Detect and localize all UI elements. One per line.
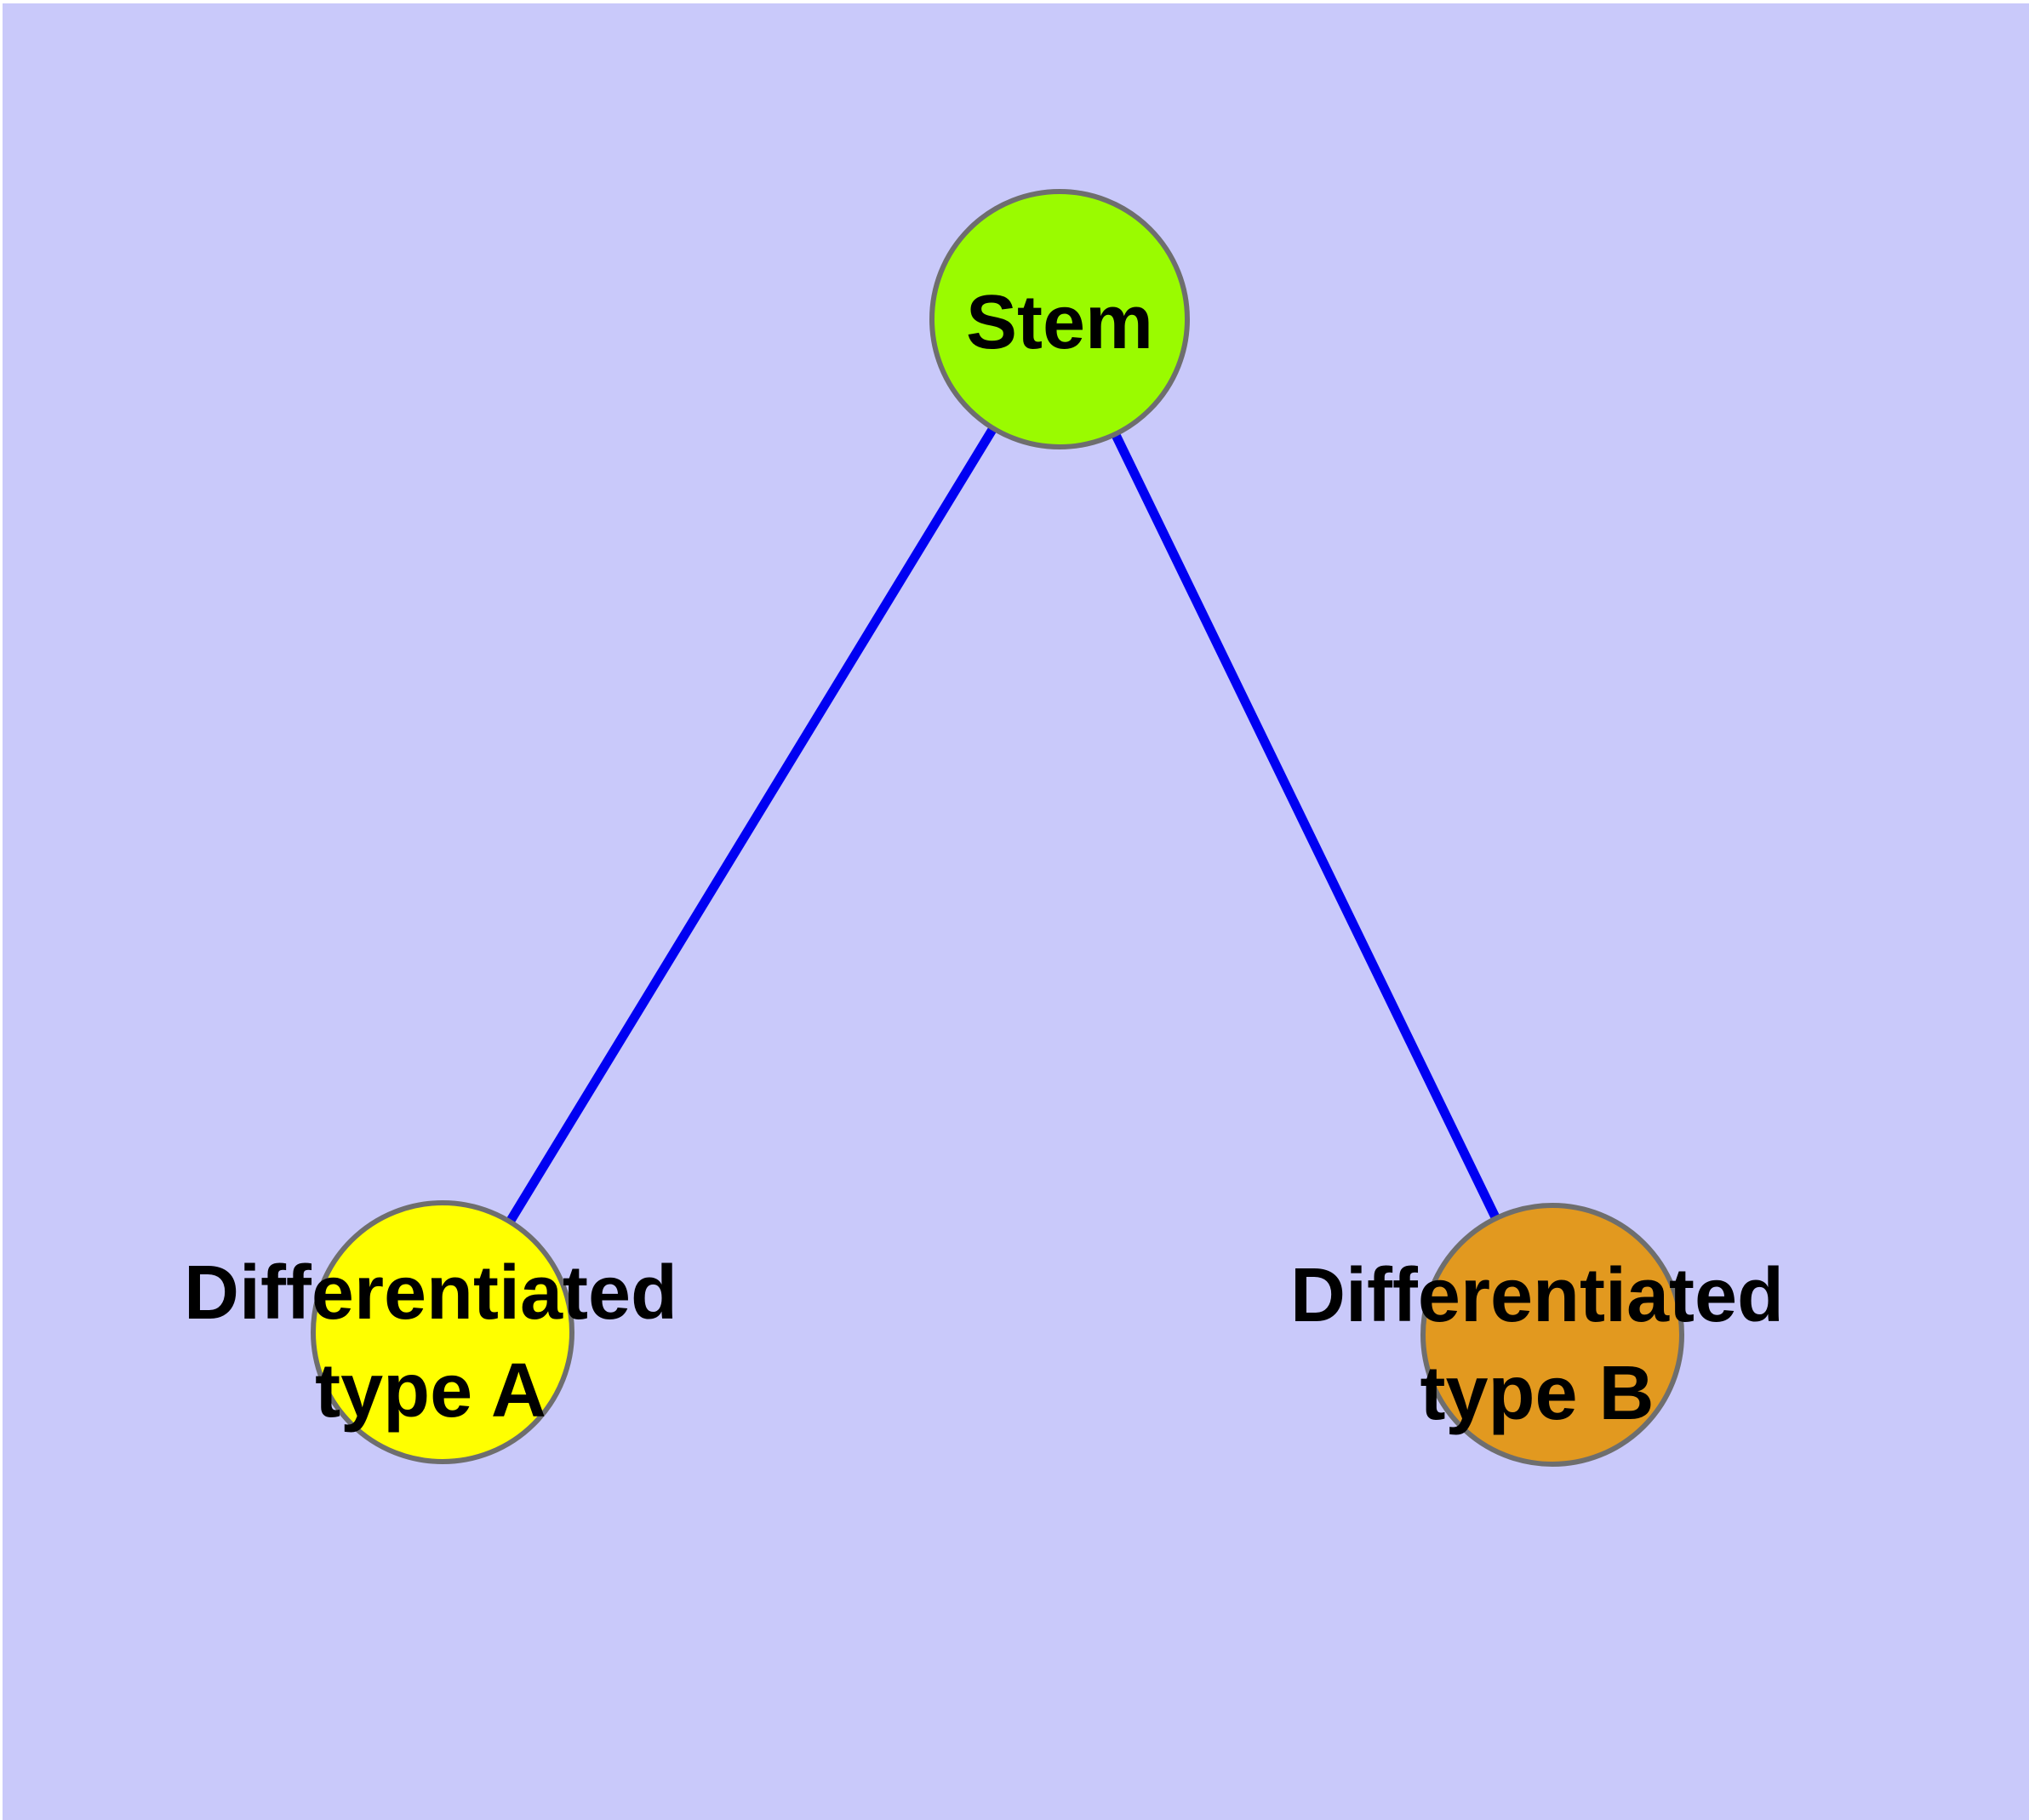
node-type-b-label-line-1: Differentiated bbox=[1290, 1253, 1784, 1338]
node-stem-label-line-1: Stem bbox=[966, 280, 1153, 365]
node-type-b-circle bbox=[1420, 1203, 1684, 1467]
node-type-a-label: Differentiated type A bbox=[184, 1251, 677, 1434]
node-type-b-label: Differentiated type B bbox=[1290, 1253, 1784, 1436]
node-stem-label: Stem bbox=[966, 280, 1153, 365]
node-type-a-label-line-1: Differentiated bbox=[184, 1251, 677, 1336]
node-stem-circle bbox=[929, 189, 1190, 449]
edge-stem-to-type-b bbox=[1055, 317, 1557, 1337]
edge-stem-to-type-a bbox=[438, 317, 1064, 1335]
node-type-a-label-line-2: type A bbox=[315, 1348, 546, 1434]
node-type-b-label-line-2: type B bbox=[1420, 1351, 1654, 1436]
node-type-a-circle bbox=[311, 1200, 574, 1464]
